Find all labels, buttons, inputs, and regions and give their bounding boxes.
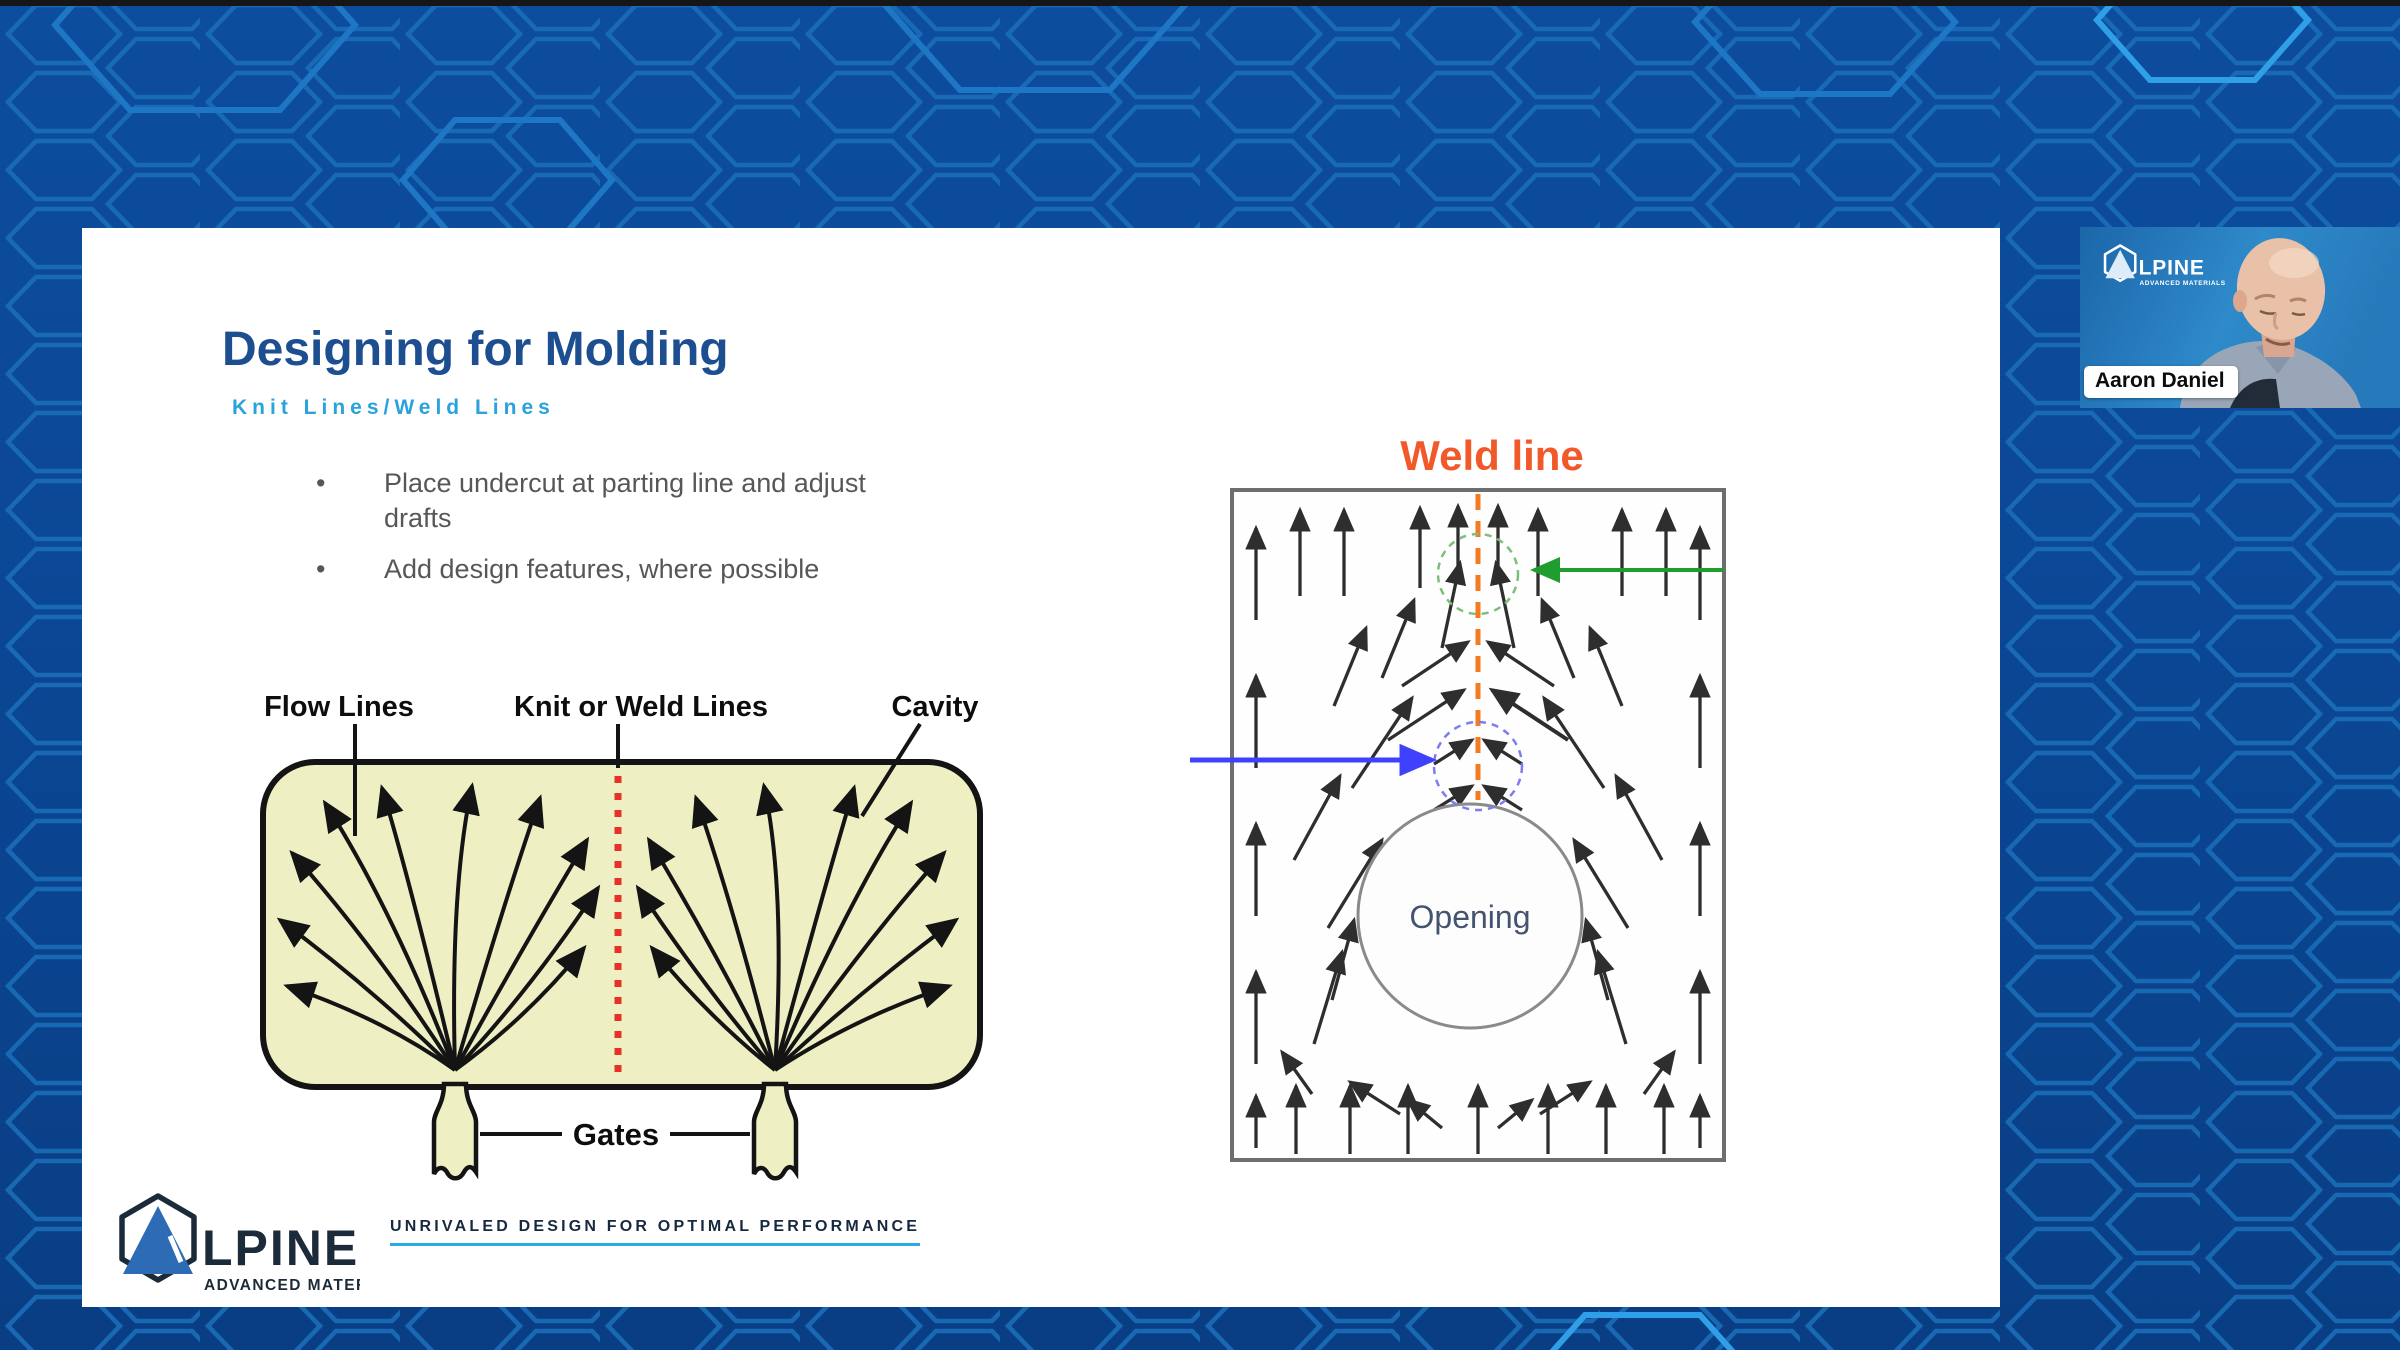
logo-hexagon xyxy=(119,1193,197,1283)
bullet-list: • Place undercut at parting line and adj… xyxy=(316,466,876,603)
brand-tagline: UNRIVALED DESIGN FOR OPTIMAL PERFORMANCE xyxy=(390,1218,921,1246)
cavity-flow-diagram: Flow Lines Knit or Weld Lines Cavity xyxy=(260,691,983,1181)
weld-meeting-circle-green xyxy=(1436,532,1520,616)
webcam-alpine-logo: LPINE ADVANCED MATERIALS xyxy=(2103,244,2225,287)
alpine-logo: LPINE ADVANCED MATERIALS xyxy=(119,1193,360,1294)
bullet-text: Add design features, where possible xyxy=(384,554,820,584)
bullet-item: • Add design features, where possible xyxy=(316,552,876,587)
knit-weld-label: Knit or Weld Lines xyxy=(514,691,768,723)
slide-subtitle: Knit Lines/Weld Lines xyxy=(232,396,555,419)
slide: Designing for Molding Knit Lines/Weld Li… xyxy=(82,228,2000,1307)
screen-top-bar xyxy=(0,0,2400,6)
flow-field-arrows xyxy=(1245,502,1711,1148)
weld-line-diagram: Weld line xyxy=(1190,432,1726,1162)
opening-circle xyxy=(1356,802,1584,1030)
logo-text: LPINE xyxy=(202,1220,359,1276)
flow-field-arrows-lower xyxy=(1285,1080,1675,1154)
logo-subtext: ADVANCED MATERIALS xyxy=(204,1277,360,1294)
logo-a-mark xyxy=(123,1206,193,1274)
webcam-tile[interactable]: LPINE ADVANCED MATERIALS Aaron Daniel xyxy=(2080,227,2400,408)
logo-a-notch xyxy=(167,1235,184,1263)
bullet-text: Place undercut at parting line and adjus… xyxy=(384,468,866,533)
webcam-logo-subtext: ADVANCED MATERIALS xyxy=(2139,280,2225,287)
flow-arrows-left-fan xyxy=(276,782,601,1072)
flow-arrows-right-fan xyxy=(635,782,960,1072)
bullet-item: • Place undercut at parting line and adj… xyxy=(316,466,876,536)
gate-shapes xyxy=(431,1081,799,1181)
bullet-marker: • xyxy=(316,554,326,584)
webcam-logo-text: LPINE xyxy=(2139,257,2205,280)
slide-title: Designing for Molding xyxy=(222,323,729,376)
label-leader-lines xyxy=(353,722,922,836)
flow-lines-label: Flow Lines xyxy=(264,691,414,723)
weld-meeting-circle-blue xyxy=(1432,720,1524,812)
cavity-label: Cavity xyxy=(891,691,978,723)
cavity-shape xyxy=(260,759,983,1090)
participant-name-badge: Aaron Daniel xyxy=(2084,366,2238,398)
opening-label: Opening xyxy=(1410,899,1531,935)
bullet-marker: • xyxy=(316,468,326,498)
weld-line-title: Weld line xyxy=(1400,432,1584,479)
gates-label: Gates xyxy=(573,1117,659,1152)
